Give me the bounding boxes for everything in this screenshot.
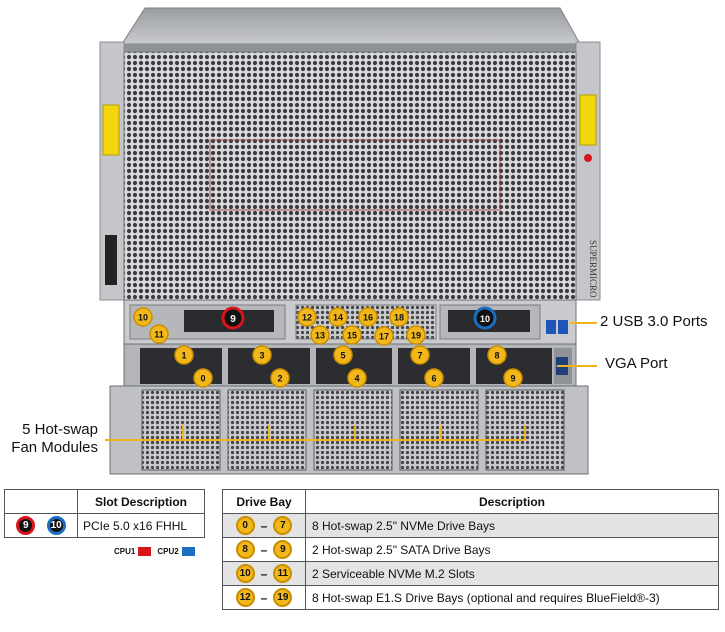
drive-badge-1: 1 bbox=[174, 345, 194, 365]
drive-badge-9: 9 bbox=[503, 368, 523, 388]
callout-lines bbox=[105, 322, 597, 441]
slot-9-badge: 9 bbox=[221, 306, 245, 330]
brand-label: SUPERMICRO bbox=[588, 240, 598, 298]
drive-badge-label: 18 bbox=[394, 313, 404, 323]
drive-badge-5: 5 bbox=[333, 345, 353, 365]
bay-from-badge: 12 bbox=[235, 588, 255, 607]
bay-to-badge: 9 bbox=[273, 540, 293, 559]
bay-to-badge: 7 bbox=[273, 516, 293, 535]
fan-module-row bbox=[109, 385, 589, 475]
drive-badge-label: 10 bbox=[138, 313, 148, 323]
usb-callout-label: 2 USB 3.0 Ports bbox=[600, 313, 708, 330]
drive-badge-2: 2 bbox=[270, 368, 290, 388]
bay-to-badge: 11 bbox=[273, 564, 293, 583]
drive-badge-label: 14 bbox=[333, 313, 343, 323]
drive-badge-7: 7 bbox=[410, 345, 430, 365]
bay-to-badge: 19 bbox=[273, 588, 293, 607]
drive-badge-16: 16 bbox=[358, 307, 378, 327]
drive-badge-label: 4 bbox=[354, 374, 359, 384]
drive-badge-label: 7 bbox=[417, 351, 422, 361]
chassis-right-rail bbox=[575, 41, 601, 301]
drive-badge-label: 6 bbox=[431, 374, 436, 384]
range-dash: – bbox=[260, 590, 268, 605]
range-dash: – bbox=[260, 518, 268, 533]
drive-badge-label: 3 bbox=[259, 351, 264, 361]
cpu1-legend-label: CPU1 bbox=[114, 547, 136, 556]
range-dash: – bbox=[260, 566, 268, 581]
drive-badge-label: 1 bbox=[181, 351, 186, 361]
drive-table-header-desc: Description bbox=[305, 489, 719, 514]
drive-badge-label: 13 bbox=[315, 331, 325, 341]
drive-badge-13: 13 bbox=[310, 325, 330, 345]
slot-table-header-blank bbox=[4, 489, 78, 514]
drive-badge-label: 11 bbox=[154, 330, 164, 340]
cpu1-swatch bbox=[138, 547, 152, 557]
drive-badge-label: 5 bbox=[340, 351, 345, 361]
drive-badge-6: 6 bbox=[424, 368, 444, 388]
slot-10-badge-label: 10 bbox=[480, 314, 490, 324]
chassis-top-cover bbox=[121, 7, 581, 52]
drive-bay-range-cell: 10–11 bbox=[222, 561, 306, 586]
gpu-tray-mesh-panel bbox=[123, 51, 577, 301]
chassis-left-rail bbox=[99, 41, 125, 301]
bay-from-badge: 8 bbox=[235, 540, 255, 559]
drive-badge-label: 19 bbox=[411, 331, 421, 341]
cpu2-legend-label: CPU2 bbox=[157, 547, 179, 556]
drive-badge-17: 17 bbox=[374, 326, 394, 346]
slot-description-table: Slot Description 9 10 PCIe 5.0 x16 FHHL bbox=[4, 489, 205, 538]
slot-table-row: 9 10 PCIe 5.0 x16 FHHL bbox=[4, 513, 205, 538]
cpu-legend: CPU1 CPU2 bbox=[114, 547, 201, 557]
drive-badge-label: 8 bbox=[494, 351, 499, 361]
drive-badge-14: 14 bbox=[328, 307, 348, 327]
slot-description-cell: PCIe 5.0 x16 FHHL bbox=[77, 513, 205, 538]
drive-badge-18: 18 bbox=[389, 307, 409, 327]
drive-badge-label: 15 bbox=[347, 331, 357, 341]
slot-9-badge-label: 9 bbox=[230, 314, 236, 325]
drive-badge-label: 2 bbox=[277, 374, 282, 384]
drive-badge-label: 17 bbox=[379, 332, 389, 342]
drive-bay-range-cell: 12–19 bbox=[222, 585, 306, 610]
drive-bay-range-cell: 8–9 bbox=[222, 537, 306, 562]
drive-badge-label: 16 bbox=[363, 313, 373, 323]
slot-10-badge: 10 bbox=[473, 306, 497, 330]
drive-badge-15: 15 bbox=[342, 325, 362, 345]
fan-callout-label: 5 Hot-swap Fan Modules bbox=[11, 421, 98, 456]
drive-description-cell: 2 Serviceable NVMe M.2 Slots bbox=[305, 561, 719, 586]
drive-badge-label: 12 bbox=[302, 313, 312, 323]
range-dash: – bbox=[260, 542, 268, 557]
drive-badge-3: 3 bbox=[252, 345, 272, 365]
drive-badge-4: 4 bbox=[347, 368, 367, 388]
drive-badge-10: 10 bbox=[133, 307, 153, 327]
drive-badge-label: 9 bbox=[510, 374, 515, 384]
slot-9-table-badge: 9 bbox=[16, 516, 36, 535]
drive-description-cell: 2 Hot-swap 2.5" SATA Drive Bays bbox=[305, 537, 719, 562]
slot-badges-cell: 9 10 bbox=[4, 513, 78, 538]
slot-table-header: Slot Description bbox=[77, 489, 205, 514]
drive-badge-label: 0 bbox=[200, 374, 205, 384]
bay-from-badge: 10 bbox=[235, 564, 255, 583]
bay-from-badge: 0 bbox=[235, 516, 255, 535]
drive-badge-8: 8 bbox=[487, 345, 507, 365]
drive-table-header-bay: Drive Bay bbox=[222, 489, 306, 514]
drive-description-cell: 8 Hot-swap 2.5" NVMe Drive Bays bbox=[305, 513, 719, 538]
drive-badge-11: 11 bbox=[149, 324, 169, 344]
drive-description-cell: 8 Hot-swap E1.S Drive Bays (optional and… bbox=[305, 585, 719, 610]
drive-badge-12: 12 bbox=[297, 307, 317, 327]
vga-callout-label: VGA Port bbox=[605, 355, 668, 372]
cpu2-swatch bbox=[181, 547, 195, 557]
drive-badge-19: 19 bbox=[406, 325, 426, 345]
slot-10-table-badge: 10 bbox=[46, 516, 66, 535]
drive-badge-0: 0 bbox=[193, 368, 213, 388]
drive-bay-range-cell: 0–7 bbox=[222, 513, 306, 538]
